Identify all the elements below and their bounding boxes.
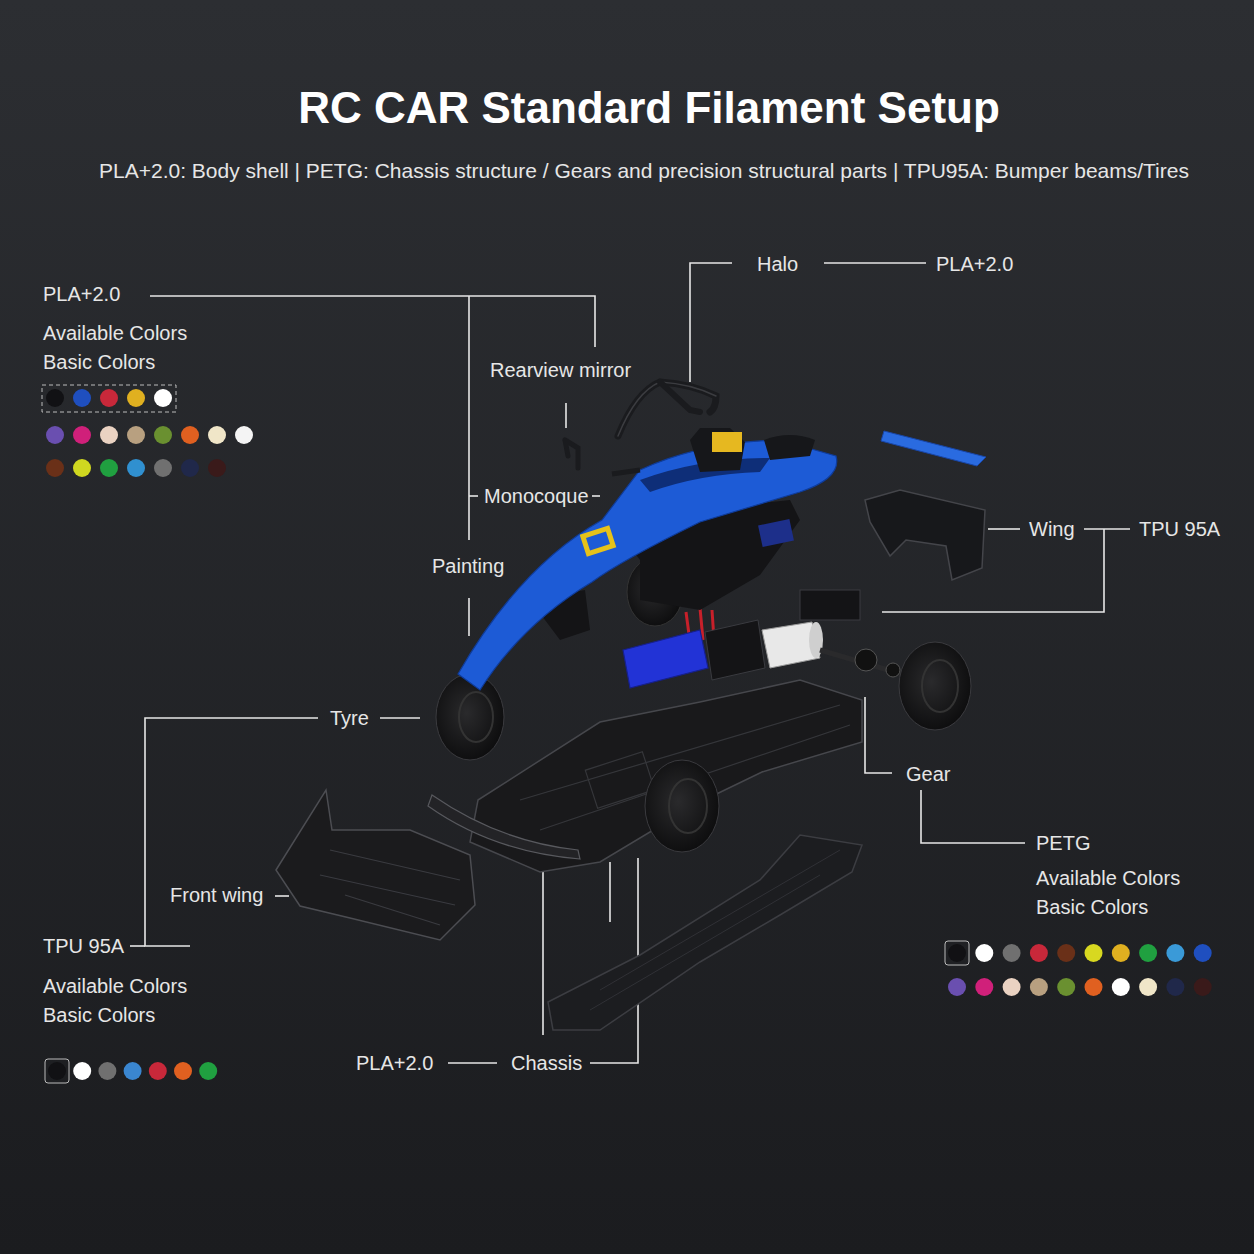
colour-swatch [127, 426, 145, 444]
gears [820, 649, 905, 677]
part-label: Available Colors [43, 974, 187, 998]
colour-swatch [208, 459, 226, 477]
part-label: PLA+2.0 [936, 252, 1013, 276]
colour-swatch [1030, 944, 1048, 962]
colour-swatch [100, 459, 118, 477]
part-label: Gear [906, 762, 950, 786]
colour-swatch [1139, 978, 1157, 996]
colour-swatch [948, 944, 966, 962]
leader-lines [130, 263, 1130, 1063]
colour-swatch [100, 426, 118, 444]
colour-swatch [975, 944, 993, 962]
front-wing-detail [320, 850, 460, 925]
part-label: Rearview mirror [490, 358, 631, 382]
colour-swatch [1166, 944, 1184, 962]
colour-swatch [149, 1062, 167, 1080]
part-label: Available Colors [43, 321, 187, 345]
part-label: PLA+2.0 [43, 282, 120, 306]
part-label: TPU 95A [1139, 517, 1220, 541]
colour-swatch [46, 459, 64, 477]
front-wing [276, 790, 475, 940]
colour-swatch [1139, 944, 1157, 962]
part-label: Basic Colors [43, 350, 155, 374]
part-label: Tyre [330, 706, 369, 730]
lower-chassis-plate [548, 835, 862, 1030]
part-label: Wing [1029, 517, 1075, 541]
part-label: PLA+2.0 [356, 1051, 433, 1075]
colour-swatch [154, 459, 172, 477]
part-label: Basic Colors [43, 1003, 155, 1027]
colour-swatch [1166, 978, 1184, 996]
mirror-mount [612, 470, 640, 474]
part-label: Available Colors [1036, 866, 1180, 890]
colour-swatch [1194, 978, 1212, 996]
part-label: Painting [432, 554, 504, 578]
part-label: Basic Colors [1036, 895, 1148, 919]
colour-swatch [100, 389, 118, 407]
rear-wing [865, 490, 985, 580]
swatch-group-box [42, 385, 176, 412]
colour-swatch [1030, 978, 1048, 996]
colour-swatch [199, 1062, 217, 1080]
halo [618, 382, 716, 436]
colour-swatch [127, 389, 145, 407]
colour-swatch [73, 426, 91, 444]
colour-swatch [73, 459, 91, 477]
part-label: TPU 95A [43, 934, 124, 958]
colour-swatch [1003, 978, 1021, 996]
colour-swatch [124, 1062, 142, 1080]
colour-swatch [1057, 944, 1075, 962]
colour-swatch [73, 389, 91, 407]
colour-swatch [948, 978, 966, 996]
colour-swatch [48, 1062, 66, 1080]
colour-swatch [98, 1062, 116, 1080]
part-label: Halo [757, 252, 798, 276]
plate-detail [590, 850, 840, 1010]
part-label: Front wing [170, 883, 263, 907]
part-label: Monocoque [484, 484, 589, 508]
colour-swatch [1112, 944, 1130, 962]
title: RC CAR Standard Filament Setup [298, 82, 1000, 135]
colour-swatch [1085, 978, 1103, 996]
colour-swatch [46, 426, 64, 444]
colour-swatch [73, 1062, 91, 1080]
subtitle: PLA+2.0: Body shell | PETG: Chassis stru… [99, 158, 1189, 183]
colour-swatch [208, 426, 226, 444]
colour-swatch [46, 389, 64, 407]
part-label: Chassis [511, 1051, 582, 1075]
colour-swatch [181, 459, 199, 477]
colour-swatch [1057, 978, 1075, 996]
swatch-selected-box [945, 941, 969, 965]
swatch-selected-box [45, 1059, 69, 1083]
colour-swatch [235, 426, 253, 444]
colour-swatch [174, 1062, 192, 1080]
colour-swatch [975, 978, 993, 996]
colour-swatch [1194, 944, 1212, 962]
colour-swatch [154, 426, 172, 444]
colour-swatch [1003, 944, 1021, 962]
colour-swatch [1085, 944, 1103, 962]
part-label: PETG [1036, 831, 1090, 855]
colour-swatch [181, 426, 199, 444]
rearview-mirror [565, 440, 578, 468]
rear-wing-flap [881, 431, 986, 466]
colour-swatches [42, 385, 1212, 1083]
colour-swatch [127, 459, 145, 477]
colour-swatch [1112, 978, 1130, 996]
colour-swatch [154, 389, 172, 407]
body-shell [458, 428, 837, 690]
